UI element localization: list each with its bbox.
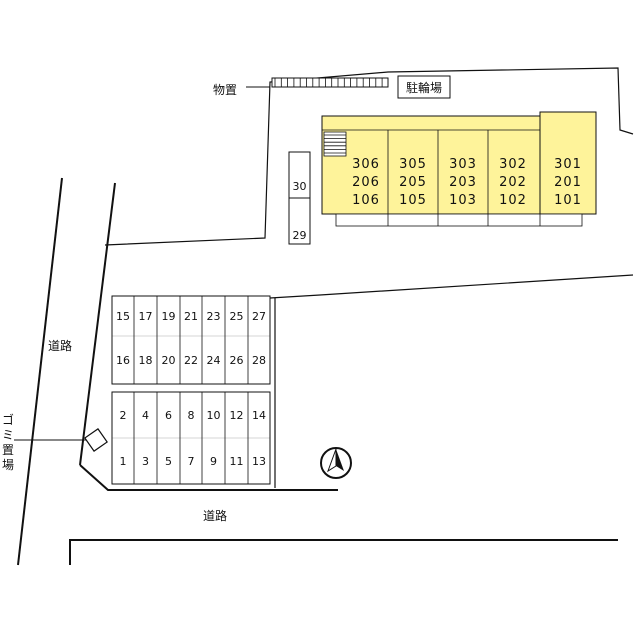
parking-space-5: 5 xyxy=(165,455,172,468)
parking-space-1: 1 xyxy=(120,455,127,468)
building: 306 206 106 305 205 105 303 203 103 302 202 102 301 2… xyxy=(321,111,597,227)
unit-number-103: 103 xyxy=(449,193,477,208)
parking-outline xyxy=(111,295,271,385)
garbage-char: ゴ xyxy=(2,412,14,427)
unit-number-201: 201 xyxy=(554,175,582,190)
parking-space-23: 23 xyxy=(207,310,221,323)
unit-number-203: 203 xyxy=(449,175,477,190)
parking-space-11: 11 xyxy=(230,455,244,468)
parking-space-4: 4 xyxy=(142,409,149,422)
unit-columns: 306 206 106 305 205 105 303 203 103 302 202 102 301 2… xyxy=(352,157,582,208)
road-boundaries xyxy=(17,177,618,566)
parking-space-29: 29 xyxy=(293,229,307,242)
storage-outline xyxy=(271,77,389,88)
parking-space-25: 25 xyxy=(230,310,244,323)
unit-number-101: 101 xyxy=(554,193,582,208)
unit-number-305: 305 xyxy=(399,157,427,172)
parking-space-8: 8 xyxy=(188,409,195,422)
garbage-char: 置 xyxy=(2,443,14,457)
parking-space-3: 3 xyxy=(142,455,149,468)
parking-space-15: 15 xyxy=(116,310,130,323)
stairs-icon xyxy=(323,131,347,157)
unit-number-303: 303 xyxy=(449,157,477,172)
parking-space-12: 12 xyxy=(230,409,244,422)
unit-number-205: 205 xyxy=(399,175,427,190)
unit-number-206: 206 xyxy=(352,175,380,190)
site-boundary-top xyxy=(104,67,634,246)
parking-space-18: 18 xyxy=(139,354,153,367)
unit-number-102: 102 xyxy=(499,193,527,208)
left-road-edge xyxy=(17,177,63,566)
parking-space-28: 28 xyxy=(252,354,266,367)
garbage-char: ミ xyxy=(2,428,14,442)
parking-space-7: 7 xyxy=(188,455,195,468)
parking-space-14: 14 xyxy=(252,409,266,422)
unit-number-302: 302 xyxy=(499,157,527,172)
parking-space-30: 30 xyxy=(293,180,307,193)
north-arrow-icon xyxy=(320,447,352,479)
parking-space-10: 10 xyxy=(207,409,221,422)
site-boundary-mid xyxy=(269,274,634,299)
garbage-char: 場 xyxy=(2,458,14,472)
parking-outline xyxy=(111,391,271,485)
road-label-left: 道路 xyxy=(48,338,72,353)
parking-space-20: 20 xyxy=(162,354,176,367)
bottom-road-edge xyxy=(69,539,618,565)
parking-space-27: 27 xyxy=(252,310,266,323)
unit-number-301: 301 xyxy=(554,157,582,172)
parking-space-21: 21 xyxy=(184,310,198,323)
parking-space-24: 24 xyxy=(207,354,221,367)
storage-label: 物置 xyxy=(213,83,237,97)
parking-space-17: 17 xyxy=(139,310,153,323)
parking-space-6: 6 xyxy=(165,409,172,422)
parking-space-2: 2 xyxy=(120,409,127,422)
parking-space-13: 13 xyxy=(252,455,266,468)
parking-space-22: 22 xyxy=(184,354,198,367)
stairs-outline xyxy=(323,131,347,157)
bicycle-parking-box xyxy=(397,75,451,99)
building-balcony xyxy=(335,213,583,227)
parking-space-19: 19 xyxy=(162,310,176,323)
parking-space-26: 26 xyxy=(230,354,244,367)
unit-number-306: 306 xyxy=(352,157,380,172)
bicycle-parking-label: 駐輪場 xyxy=(406,80,442,95)
storage-strip xyxy=(271,77,389,88)
unit-number-202: 202 xyxy=(499,175,527,190)
compass-arrow-left xyxy=(327,448,337,473)
compass-arrow-right xyxy=(336,449,344,471)
parking-space-9: 9 xyxy=(210,455,217,468)
parking-block-upper: 15 17 19 21 23 25 27 16 18 20 22 24 26 28 xyxy=(111,295,271,385)
unit-dividers xyxy=(387,130,541,226)
road-label-bottom: 道路 xyxy=(203,508,227,523)
bicycle-parking: 駐輪場 xyxy=(397,75,451,99)
parking-space-16: 16 xyxy=(116,354,130,367)
site-bottom-edge xyxy=(79,464,338,491)
unit-number-106: 106 xyxy=(352,193,380,208)
site-left-edge xyxy=(79,182,116,466)
storage-group: 物置 xyxy=(213,77,389,97)
unit-number-105: 105 xyxy=(399,193,427,208)
garbage-box xyxy=(84,428,108,452)
site-boundary xyxy=(104,67,634,488)
side-parking: 30 29 xyxy=(288,151,311,245)
